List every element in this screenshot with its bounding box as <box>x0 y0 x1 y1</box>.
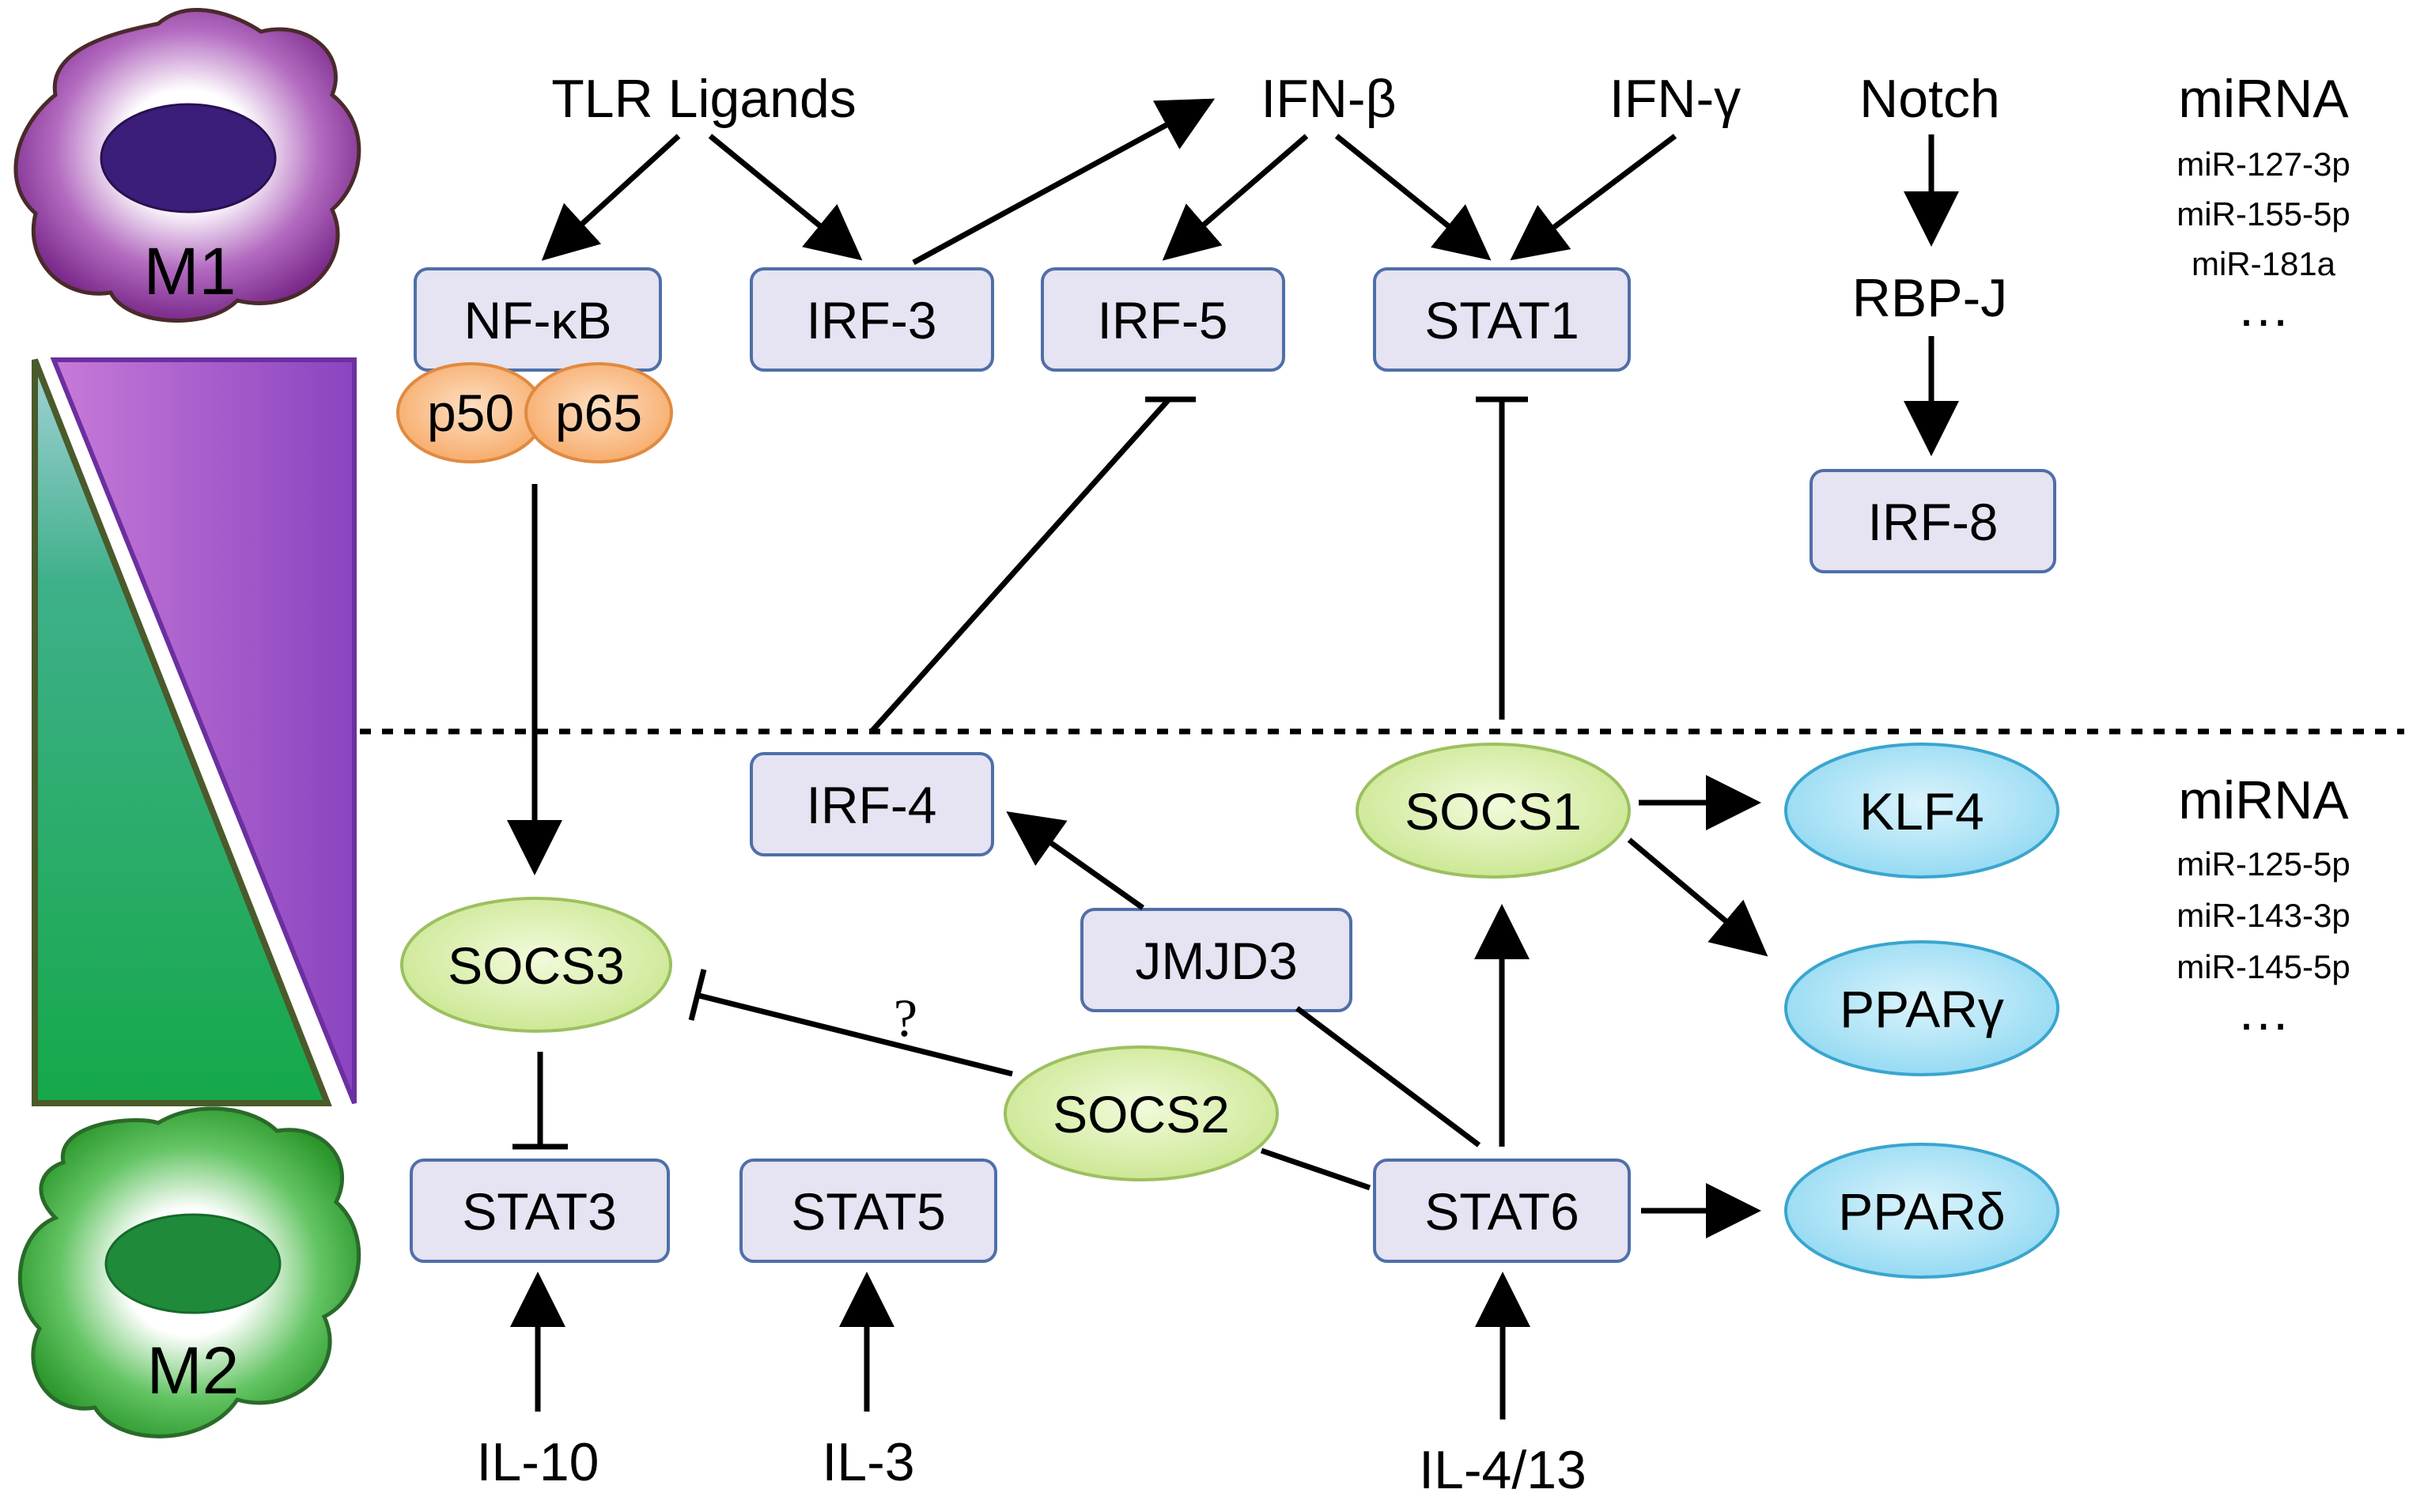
m2-macrophage: M2 <box>17 1106 361 1438</box>
m1-nucleus <box>100 103 277 214</box>
mirna-m2-item-1: miR-143-3p <box>2176 897 2350 934</box>
jmjd3-label: JMJD3 <box>1135 932 1297 990</box>
edge-ifnb-irf5 <box>1162 134 1309 261</box>
tlr-ligands-label: TLR Ligands <box>551 69 857 129</box>
oval-p65: p65 <box>524 362 673 463</box>
oval-socs1: SOCS1 <box>1356 743 1631 879</box>
stat1-label: STAT1 <box>1424 291 1579 350</box>
ifn-gamma-label: IFN-γ <box>1609 69 1741 129</box>
p65-label: p65 <box>555 384 642 442</box>
box-stat6: STAT6 <box>1373 1159 1631 1263</box>
m1-macrophage: M1 <box>13 8 361 323</box>
socs1-label: SOCS1 <box>1405 782 1582 841</box>
box-stat3: STAT3 <box>410 1159 670 1263</box>
socs3-label: SOCS3 <box>448 936 625 995</box>
mirna-m2-item-2: miR-145-5p <box>2176 948 2350 985</box>
edge-jmjd3-irf4 <box>1006 811 1145 910</box>
box-stat1: STAT1 <box>1373 267 1631 372</box>
m1-gradient-triangle <box>50 357 357 1105</box>
oval-p50: p50 <box>396 362 545 463</box>
il4-13-label: IL-4/13 <box>1419 1440 1586 1500</box>
mirna-m1-title: miRNA <box>2178 69 2349 129</box>
nfkb-label: NF-κB <box>464 291 612 350</box>
stat3-label: STAT3 <box>462 1182 617 1241</box>
m2-gradient-triangle <box>32 358 332 1106</box>
stat5-label: STAT5 <box>791 1182 946 1241</box>
mirna-m1-item-1: miR-155-5p <box>2176 195 2350 232</box>
box-irf8: IRF-8 <box>1810 469 2056 573</box>
edge-irf3-ifnb <box>912 98 1216 266</box>
oval-ppar-delta: PPARδ <box>1784 1143 2059 1279</box>
rbpj-label: RBP-J <box>1852 268 2007 328</box>
mirna-m1-item-0: miR-127-3p <box>2176 146 2350 183</box>
m2-nucleus <box>104 1213 282 1314</box>
mirna-m2-title: miRNA <box>2178 770 2349 830</box>
il10-label: IL-10 <box>477 1432 599 1492</box>
oval-socs2: SOCS2 <box>1004 1045 1279 1181</box>
edge-stat6-jmjd3 <box>1295 1006 1481 1147</box>
notch-label: Notch <box>1859 69 2000 129</box>
mirna-m2-item-0: miR-125-5p <box>2176 845 2350 883</box>
irf8-label: IRF-8 <box>1868 493 1999 551</box>
socs2-label: SOCS2 <box>1053 1085 1230 1143</box>
stat6-label: STAT6 <box>1424 1182 1579 1241</box>
inhibit-irf4-irf5 <box>869 397 1171 734</box>
box-irf3: IRF-3 <box>750 267 994 372</box>
irf3-label: IRF-3 <box>807 291 937 350</box>
mirna-m1-item-2: miR-181a <box>2192 245 2336 282</box>
mirna-m1-list: miRNA miR-127-3p miR-155-5p miR-181a … <box>2176 69 2350 338</box>
mirna-m2-ellipsis: … <box>2237 981 2290 1041</box>
m2-label: M2 <box>147 1333 240 1408</box>
edge-stat6-socs2 <box>1260 1147 1371 1191</box>
ppar-delta-label: PPARδ <box>1838 1182 2006 1241</box>
oval-socs3: SOCS3 <box>400 897 672 1033</box>
irf4-label: IRF-4 <box>807 776 937 834</box>
inhibit-socs2-socs3 <box>695 992 1013 1077</box>
klf4-label: KLF4 <box>1859 782 1984 841</box>
il3-label: IL-3 <box>822 1432 914 1492</box>
box-stat5: STAT5 <box>739 1159 997 1263</box>
edge-tlr-irf3 <box>708 134 863 261</box>
edge-ifnb-stat1 <box>1334 134 1492 261</box>
question-mark: ? <box>894 988 917 1048</box>
ppar-gamma-label: PPARγ <box>1840 980 2004 1038</box>
edges <box>507 98 1959 1419</box>
mirna-m2-list: miRNA miR-125-5p miR-143-3p miR-145-5p … <box>2176 770 2350 1041</box>
box-irf5: IRF-5 <box>1041 267 1285 372</box>
edge-ifng-stat1 <box>1510 134 1677 261</box>
box-jmjd3: JMJD3 <box>1080 908 1352 1012</box>
box-irf4: IRF-4 <box>750 752 994 856</box>
oval-klf4: KLF4 <box>1784 743 2059 879</box>
box-nfkb: NF-κB <box>414 267 662 372</box>
edge-socs1-ppar-gamma <box>1627 837 1768 957</box>
ifn-beta-label: IFN-β <box>1261 69 1396 129</box>
edge-tlr-nfkb <box>541 134 681 261</box>
p50-label: p50 <box>427 384 514 442</box>
oval-ppar-gamma: PPARγ <box>1784 940 2059 1076</box>
inhibit-socs2-socs3-bar <box>688 969 707 1021</box>
irf5-label: IRF-5 <box>1098 291 1228 350</box>
m1-label: M1 <box>144 234 236 308</box>
mirna-m1-ellipsis: … <box>2237 278 2290 338</box>
